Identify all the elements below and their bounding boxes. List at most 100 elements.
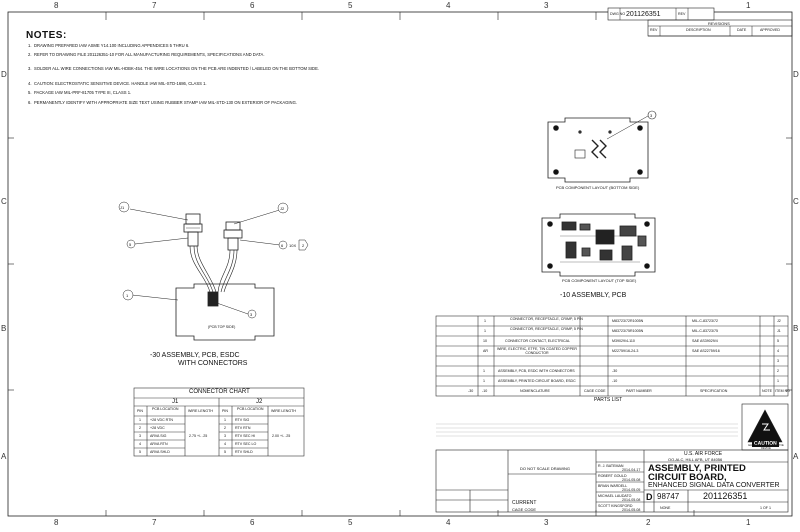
balloon-j1: J1 <box>120 205 125 210</box>
cc-r1-pin2: 1 <box>224 418 226 422</box>
cc-r1-loc2: RTV SIG <box>235 418 250 422</box>
cc-wire-length-j2: 2.00 +/- .25 <box>272 434 291 438</box>
org-line1: U.S. AIR FORCE <box>684 451 723 457</box>
cc-r4-loc2: RTV SEC LO <box>235 442 257 446</box>
rev-col-description: DESCRIPTION <box>686 28 711 32</box>
pl-r4-nom: WIRE, ELECTRIC, ETFE, TIN COATED COPPER … <box>497 347 577 356</box>
tb-person-4: MICHAEL LAUDATO <box>598 494 632 498</box>
pl-r2-pn: M83723/75R1005N <box>612 329 644 333</box>
pcb-bottom-caption: PCB COMPONENT LAYOUT (BOTTOM SIDE) <box>556 185 640 190</box>
pl-r1-spec: MIL-C-83723/72 <box>692 319 718 323</box>
pl-foot-note: NOTE <box>762 389 772 393</box>
zone-col-1-bottom: 1 <box>746 518 751 527</box>
tb-current: CURRENT <box>512 500 537 506</box>
tb-date-1: 2014-04-17 <box>622 468 641 472</box>
connector-chart-lines <box>133 387 305 457</box>
note-3: 3.SOLDER ALL WIRE CONNECTIONS IAW MIL-HD… <box>28 66 320 71</box>
tb-sheet: 1 OF 1 <box>760 506 771 510</box>
pcb-assembly-with-connectors <box>175 213 275 341</box>
pl-r6-item: 2 <box>777 369 779 373</box>
zone-col-4: 4 <box>446 1 451 10</box>
parts-list-title: PARTS LIST <box>594 397 623 403</box>
header-rev-label: REV <box>678 12 686 16</box>
pl-foot-item: ITEM NO <box>775 389 790 393</box>
zone-row-b-right: B <box>793 324 799 333</box>
tb-scale: NONE <box>660 506 671 510</box>
header-dwg-number: 201126351 <box>626 11 661 18</box>
cc-r3-loc2: RTV SEC HI <box>235 434 256 438</box>
cc-r4-pin2: 4 <box>224 442 226 446</box>
cc-head-pcbloc-j2: PCB LOCATION <box>237 407 264 411</box>
zone-col-7: 7 <box>152 1 157 10</box>
cc-r1-pin: 1 <box>139 418 141 422</box>
pl-r4-spec: SAE AS22759/16 <box>692 349 720 353</box>
do-not-scale: DO NOT SCALE DRAWING <box>520 466 571 471</box>
tb-size: D <box>646 492 653 502</box>
cc-head-wire-j1: WIRE LENGTH <box>188 409 213 413</box>
cc-r5-pin: 5 <box>139 450 141 454</box>
assembly-30-caption-line2: WITH CONNECTORS <box>178 360 248 367</box>
flag-note-2: 2 <box>302 243 305 248</box>
esd-subtext: ELECTROSTATIC SENSITIVE DEVICE <box>748 444 784 450</box>
cc-head-pin-j1: PIN <box>137 409 143 413</box>
zone-row-c-right: C <box>793 197 799 206</box>
pl-r2-spec: MIL-C-83723/75 <box>692 329 718 333</box>
tb-person-5: SCOTT KINGSFORD <box>598 504 633 508</box>
cc-r2-pin: 2 <box>139 426 141 430</box>
zone-col-8-bottom: 8 <box>54 518 59 527</box>
pl-foot-nomenclature: NOMENCLATURE <box>520 389 550 393</box>
zone-row-d-right: D <box>793 70 799 79</box>
cc-head-wire-j2: WIRE LENGTH <box>271 409 296 413</box>
connector-chart-j1: J1 <box>172 399 179 405</box>
zone-col-3: 3 <box>544 1 549 10</box>
balloon-j2: J2 <box>280 206 285 211</box>
pl-r1-qty: 1 <box>484 319 486 323</box>
tb-date-2: 2014-05-08 <box>622 478 641 482</box>
tb-date-5: 2014-05-08 <box>622 508 641 512</box>
zone-col-4-bottom: 4 <box>446 518 451 527</box>
balloon-item-6: 6 <box>281 243 284 248</box>
pcb-top-view <box>541 213 656 277</box>
tb-date-4: 2014-05-08 <box>622 498 641 502</box>
zone-row-a-right: A <box>793 452 799 461</box>
zone-col-6: 6 <box>250 1 255 10</box>
pl-r7-nom: ASSEMBLY, PRINTED CIRCUIT BOARD, ESDC <box>498 379 576 383</box>
cc-r4-pin: 4 <box>139 442 141 446</box>
rev-col-rev: REV <box>650 28 658 32</box>
cc-r3-pin2: 3 <box>224 434 226 438</box>
cc-r4-loc: ARVA RTN <box>150 442 168 446</box>
balloon-item-1: 1 <box>126 293 129 298</box>
zone-col-7-bottom: 7 <box>152 518 157 527</box>
tb-person-3: BRIAN WARDELL <box>598 484 628 488</box>
connector-chart-title: CONNECTOR CHART <box>189 389 250 395</box>
esd-caution: CAUTION <box>752 441 779 447</box>
note-2: 2.REFER TO DRAWING FILE 201126351-10 FOR… <box>28 52 265 57</box>
zone-col-8: 8 <box>54 1 59 10</box>
pcb-top-caption: PCB COMPONENT LAYOUT (TOP SIDE) <box>562 278 637 283</box>
zone-row-a: A <box>1 452 7 461</box>
connector-chart-j2: J2 <box>256 399 263 405</box>
zone-row-d: D <box>1 70 7 79</box>
pl-r6-pn: -30 <box>612 369 618 373</box>
cc-wire-length-j1: 2.75 +/- .25 <box>189 434 208 438</box>
org-line2: OO-ALC, HILL AFB, UT 84056 <box>668 457 723 462</box>
balloon-item-5: 5 <box>129 242 132 247</box>
pl-r7-pn: -10 <box>612 379 618 383</box>
cc-r5-loc2: RTV SHLD <box>235 450 253 454</box>
pl-r5-item: 3 <box>777 359 779 363</box>
pl-foot-spec: SPECIFICATION <box>700 389 728 393</box>
balloon-note-3: 3 <box>250 312 253 317</box>
tb-cage: 98747 <box>657 492 680 501</box>
cc-r2-pin2: 2 <box>224 426 226 430</box>
cc-r5-loc: ARVA SHLD <box>150 450 170 454</box>
cc-r2-loc: +28 VDC <box>150 426 165 430</box>
pl-foot-10: -10 <box>482 389 488 393</box>
drawing-title-line3: ENHANCED SIGNAL DATA CONVERTER <box>648 482 780 489</box>
tb-dwg-no: 201126351 <box>703 491 748 501</box>
header-dwg-label: DWG NO <box>610 12 626 16</box>
pl-r7-item: 1 <box>777 379 779 383</box>
cc-r3-loc: ARVA SIG <box>150 434 167 438</box>
drawing-title-line1: ASSEMBLY, PRINTED <box>648 463 746 474</box>
